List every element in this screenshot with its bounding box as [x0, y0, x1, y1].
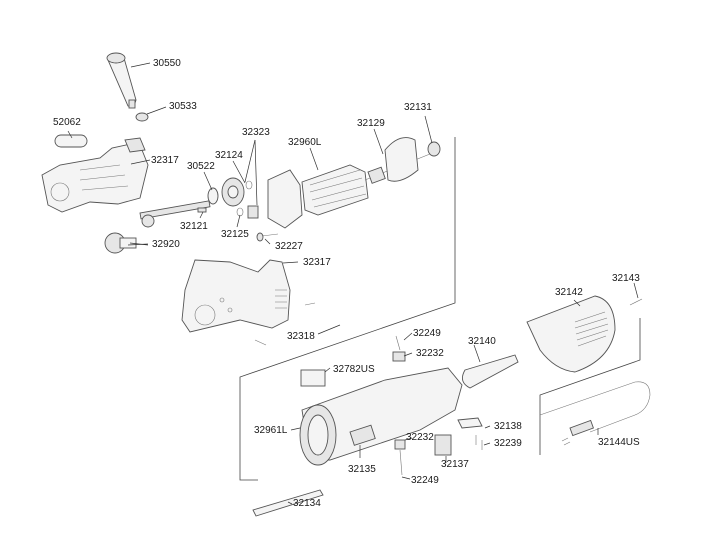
part-label-32142: 32142	[555, 287, 583, 298]
part-label-32317-cover: 32317	[303, 257, 331, 268]
part-label-32137: 32137	[441, 459, 469, 470]
part-label-32960L: 32960L	[288, 137, 322, 148]
gear-part	[221, 177, 245, 207]
bearing-cap-part	[427, 141, 441, 157]
part-label-32129: 32129	[357, 118, 385, 129]
baffle-part	[384, 137, 419, 182]
part-label-30550: 30550	[153, 58, 181, 69]
nut-part	[135, 112, 149, 122]
part-label-32239: 32239	[494, 438, 522, 449]
part-label-30522: 30522	[187, 161, 215, 172]
switch-actuator-part	[252, 489, 324, 517]
screw-part	[629, 298, 643, 306]
brush-spring-part	[399, 449, 403, 476]
part-label-32124: 32124	[215, 150, 243, 161]
part-label-32920: 32920	[152, 239, 180, 250]
part-label-32138: 32138	[494, 421, 522, 432]
cord-guard-part	[461, 354, 519, 389]
cord-clamp-part	[457, 417, 483, 429]
upper-assembly-bracket	[239, 137, 456, 481]
screw-part	[254, 339, 267, 346]
cord-set-part	[539, 381, 651, 446]
part-label-32144US: 32144US	[598, 437, 640, 448]
screw-part	[304, 302, 316, 306]
part-label-32249-upper: 32249	[413, 328, 441, 339]
switch-part	[434, 434, 452, 456]
gear-housing-part	[41, 137, 149, 213]
side-handle-part	[106, 52, 137, 109]
gear-case-cover-part	[181, 259, 291, 333]
part-label-30533: 30533	[169, 101, 197, 112]
part-label-32318: 32318	[287, 331, 315, 342]
part-label-52062: 52062	[53, 117, 81, 128]
pinion-part	[247, 205, 259, 219]
part-label-32317-housing: 32317	[151, 155, 179, 166]
spindle-gear-part	[104, 200, 211, 254]
label-part	[54, 134, 88, 148]
part-label-32140: 32140	[468, 336, 496, 347]
key-part	[197, 207, 207, 213]
retaining-ring-part	[245, 180, 253, 190]
screw-part	[256, 232, 279, 242]
part-label-32131: 32131	[404, 102, 432, 113]
part-label-32232-lower: 32232	[406, 432, 434, 443]
part-label-32961L: 32961L	[254, 425, 288, 436]
armature-part	[267, 149, 441, 229]
part-label-32135: 32135	[348, 464, 376, 475]
part-label-32232-upper: 32232	[416, 348, 444, 359]
part-label-32121: 32121	[180, 221, 208, 232]
part-label-32134: 32134	[293, 498, 321, 509]
cover-bracket	[539, 318, 641, 455]
part-label-32125: 32125	[221, 229, 249, 240]
part-label-32143: 32143	[612, 273, 640, 284]
leader-lines	[67, 62, 639, 505]
part-label-32323: 32323	[242, 127, 270, 138]
end-cap-part	[526, 295, 616, 373]
nameplate-part	[300, 369, 326, 387]
bearing-part	[207, 187, 219, 205]
brush-holder-part	[394, 439, 406, 450]
part-label-32227: 32227	[275, 241, 303, 252]
part-label-32782US: 32782US	[333, 364, 375, 375]
brush-spring-part	[395, 335, 401, 351]
motor-housing-part	[299, 367, 463, 466]
part-label-32249-lower: 32249	[411, 475, 439, 486]
retaining-ring-part	[236, 207, 244, 217]
brush-holder-part	[392, 351, 406, 362]
